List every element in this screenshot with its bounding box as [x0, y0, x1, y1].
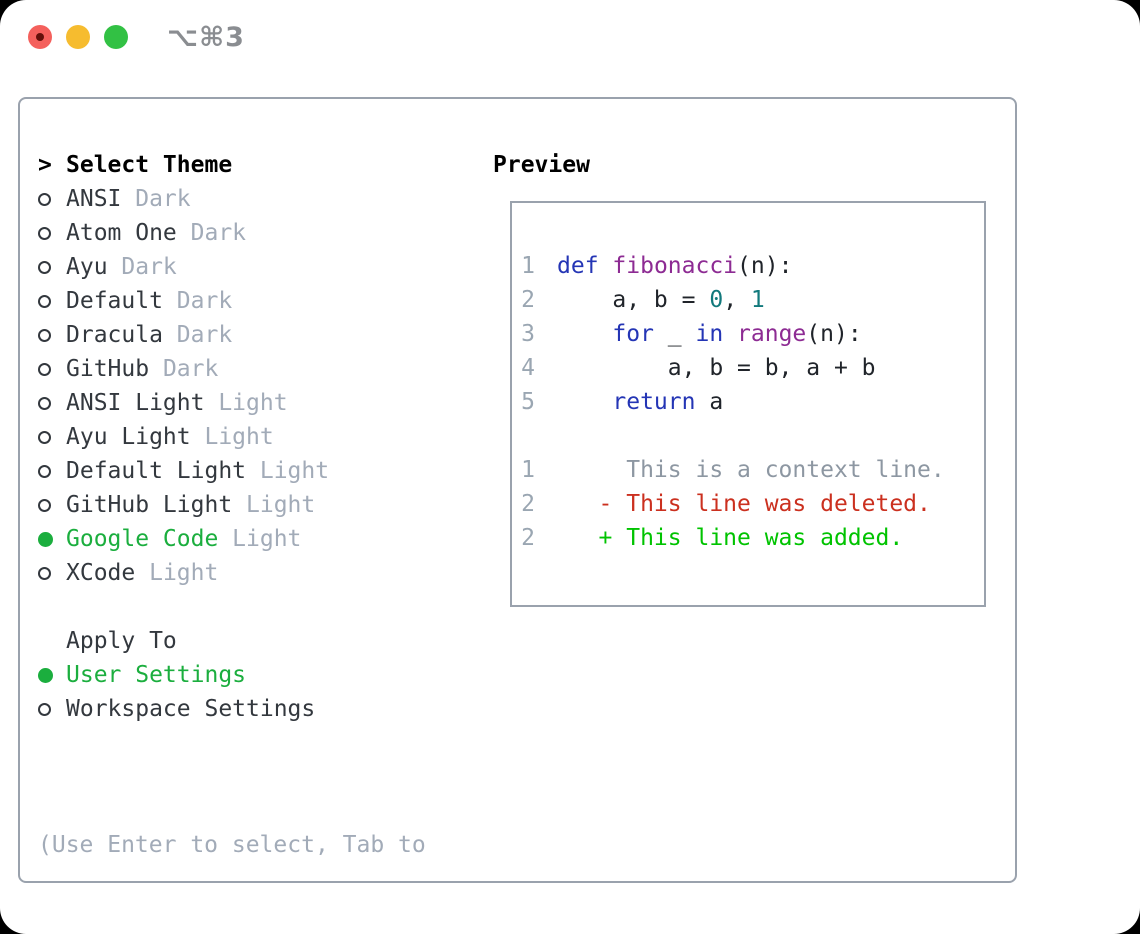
radio-unselected-icon [38, 464, 66, 478]
radio-unselected-icon [38, 328, 66, 342]
theme-option-ayu-light[interactable]: Ayu Light Light [38, 420, 426, 454]
line-number: 2 [521, 491, 535, 517]
code-line: 2 a, b = 0, 1 [521, 287, 765, 313]
theme-variant: Light [204, 424, 274, 450]
line-number: 3 [521, 321, 535, 347]
line-number: 2 [521, 287, 535, 313]
theme-variant: Dark [135, 186, 191, 212]
theme-list: > Select Theme ANSI Dark Atom One Dark A… [38, 148, 426, 934]
select-theme-title: Select Theme [66, 152, 233, 178]
theme-variant: Dark [121, 254, 177, 280]
pointer-icon: > [38, 152, 52, 178]
code-line: 4 a, b = b, a + b [521, 355, 876, 381]
theme-variant: Light [246, 492, 316, 518]
theme-option-dracula-dark[interactable]: Dracula Dark [38, 318, 426, 352]
radio-unselected-icon [38, 192, 66, 206]
theme-variant: Dark [176, 288, 233, 314]
radio-unselected-icon [38, 702, 66, 716]
theme-option-default-light[interactable]: Default Light Light [38, 454, 426, 488]
radio-unselected-icon [38, 226, 66, 240]
line-number: 4 [521, 355, 535, 381]
apply-option-workspace-settings[interactable]: Workspace Settings [38, 692, 426, 726]
theme-option-github-dark[interactable]: GitHub Dark [38, 352, 426, 386]
theme-option-xcode-light[interactable]: XCode Light [38, 556, 426, 590]
apply-option-user-settings[interactable]: User Settings [38, 658, 426, 692]
code-line: 3 for _ in range(n): [521, 321, 862, 347]
titlebar: ⌥⌘3 [0, 0, 1140, 97]
radio-unselected-icon [38, 498, 66, 512]
diff-context-line: 1 This is a context line. [521, 457, 945, 483]
minimize-button[interactable] [66, 25, 90, 49]
theme-variant: Dark [176, 322, 233, 348]
theme-variant: Dark [190, 220, 247, 246]
theme-option-ayu-dark[interactable]: Ayu Dark [38, 250, 426, 284]
theme-option-google-code-light[interactable]: Google Code Light [38, 522, 426, 556]
apply-to-header: Apply To [38, 624, 426, 658]
line-number: 1 [521, 457, 535, 483]
radio-unselected-icon [38, 294, 66, 308]
window-title: ⌥⌘3 [167, 22, 245, 53]
close-dot-icon [36, 33, 44, 41]
radio-unselected-icon [38, 566, 66, 580]
theme-variant: Dark [162, 356, 219, 382]
keyboard-hint: (Use Enter to select, Tab to change focu… [38, 760, 426, 934]
theme-option-ansi-light[interactable]: ANSI Light Light [38, 386, 426, 420]
code-line: 1 def fibonacci(n): [521, 253, 793, 279]
radio-selected-icon [38, 667, 66, 683]
keyboard-hint-line2: change focus) [38, 930, 426, 934]
theme-variant: Light [149, 560, 219, 586]
theme-variant: Light [259, 458, 330, 484]
apply-to-title: Apply To [66, 628, 177, 654]
diff-deleted-line: 2 - This line was deleted. [521, 491, 931, 517]
radio-unselected-icon [38, 396, 66, 410]
theme-variant: Light [218, 390, 288, 416]
theme-option-ansi-dark[interactable]: ANSI Dark [38, 182, 426, 216]
radio-unselected-icon [38, 362, 66, 376]
radio-selected-icon [38, 531, 66, 547]
radio-unselected-icon [38, 260, 66, 274]
line-number: 5 [521, 389, 535, 415]
theme-selector-panel: > Select Theme ANSI Dark Atom One Dark A… [18, 97, 1017, 883]
preview-pane: 1 def fibonacci(n): 2 a, b = 0, 1 3 for … [510, 201, 986, 607]
theme-option-default-dark[interactable]: Default Dark [38, 284, 426, 318]
line-number: 1 [521, 253, 535, 279]
code-line: 5 return a [521, 389, 724, 415]
theme-option-atom-one-dark[interactable]: Atom One Dark [38, 216, 426, 250]
close-button[interactable] [28, 25, 52, 49]
theme-option-github-light[interactable]: GitHub Light Light [38, 488, 426, 522]
line-number: 2 [521, 525, 535, 551]
select-theme-header: > Select Theme [38, 148, 426, 182]
theme-variant: Light [232, 526, 302, 552]
zoom-button[interactable] [104, 25, 128, 49]
diff-added-line: 2 + This line was added. [521, 525, 904, 551]
keyboard-hint-line1: (Use Enter to select, Tab to [38, 832, 426, 858]
radio-unselected-icon [38, 430, 66, 444]
preview-title: Preview [493, 152, 590, 178]
